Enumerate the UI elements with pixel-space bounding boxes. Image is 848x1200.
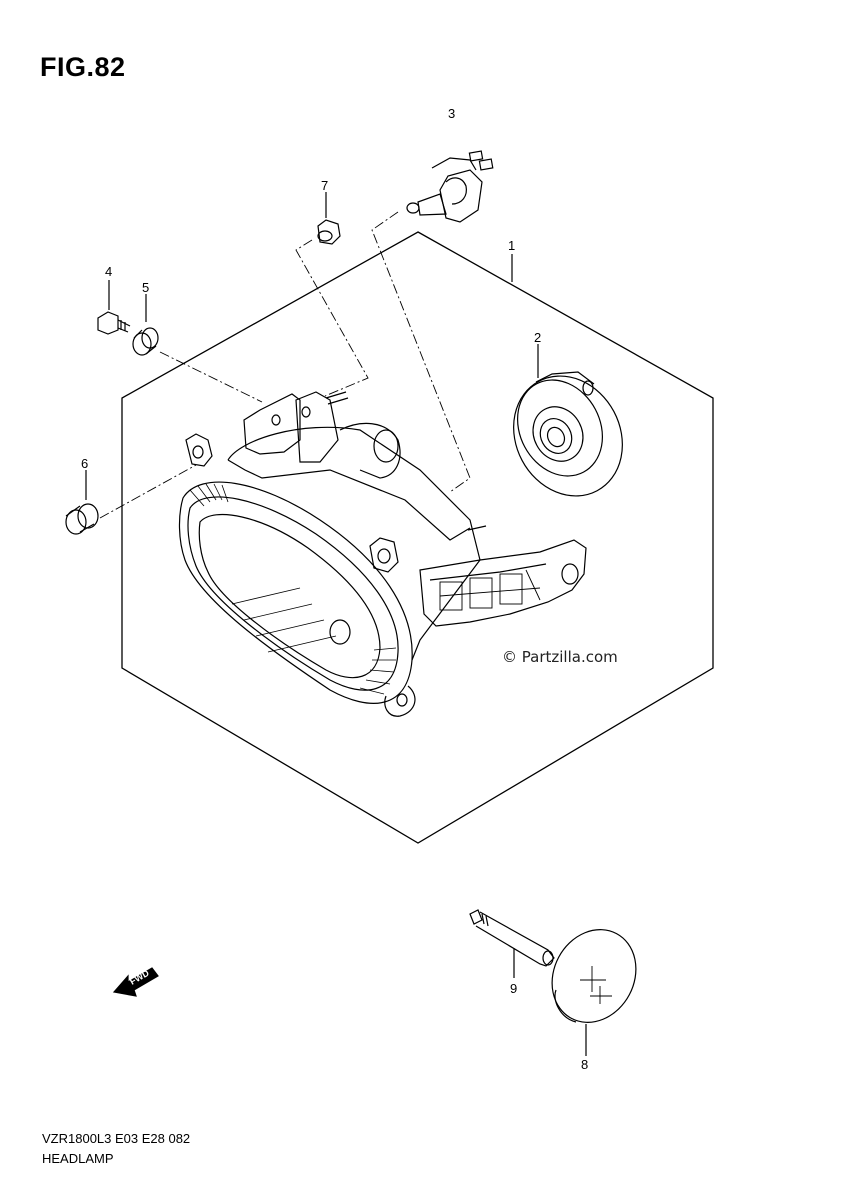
screw-part-4 bbox=[97, 311, 131, 335]
callout-5: 5 bbox=[142, 280, 149, 295]
reference-lines bbox=[99, 211, 471, 519]
callout-3: 3 bbox=[448, 106, 455, 121]
callout-8: 8 bbox=[581, 1057, 588, 1072]
rubber-part-6 bbox=[65, 503, 99, 535]
stud-bolt-part-9 bbox=[469, 909, 555, 967]
callout-9: 9 bbox=[510, 981, 517, 996]
watermark: © Partzilla.com bbox=[502, 648, 618, 666]
callout-6: 6 bbox=[81, 456, 88, 471]
assembly-outline bbox=[121, 231, 714, 844]
bulb-part-3 bbox=[406, 150, 494, 223]
headlamp-assembly-part-1 bbox=[178, 391, 587, 717]
callout-4: 4 bbox=[105, 264, 112, 279]
callout-2: 2 bbox=[534, 330, 541, 345]
footer-model-line: VZR1800L3 E03 E28 082 bbox=[42, 1131, 191, 1146]
callout-7: 7 bbox=[321, 178, 328, 193]
cap-part-8 bbox=[551, 929, 637, 1023]
dust-cover-part-2 bbox=[513, 371, 623, 497]
callout-1: 1 bbox=[508, 238, 515, 253]
figure-title: FIG.82 bbox=[40, 52, 126, 82]
footer-section-name: HEADLAMP bbox=[42, 1151, 114, 1166]
fwd-arrow-icon: FWD bbox=[112, 967, 159, 997]
rubber-part-5 bbox=[132, 327, 159, 356]
grommet-part-7 bbox=[317, 219, 341, 245]
